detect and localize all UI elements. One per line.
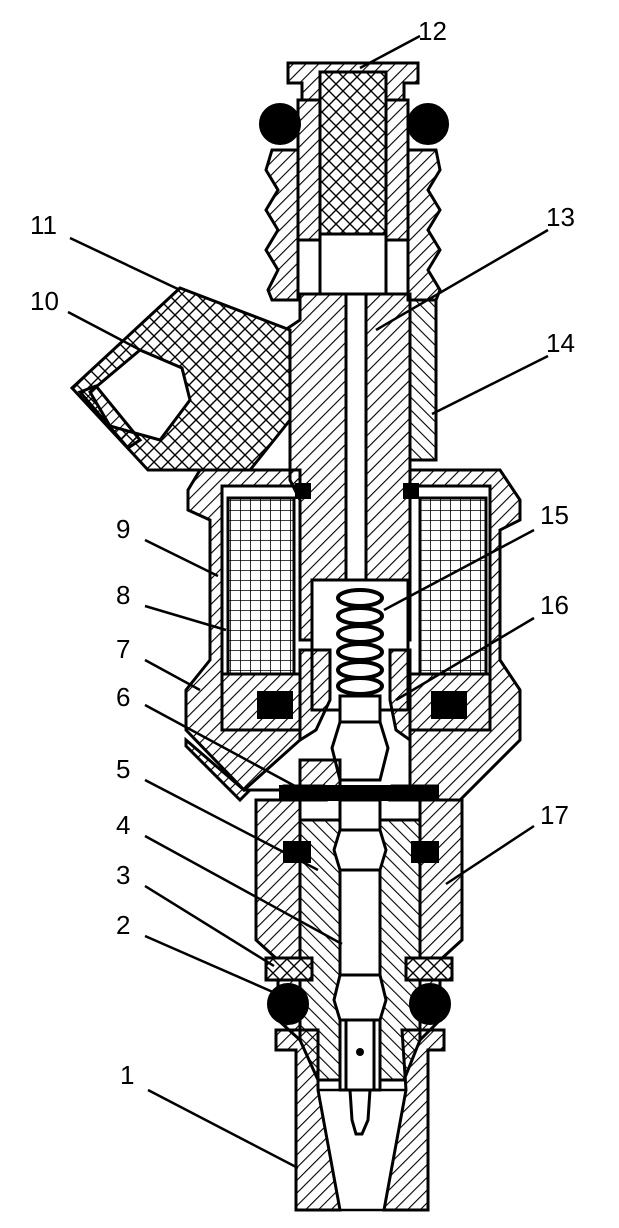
inlet-fitting [259, 61, 449, 302]
label-16: 16 [540, 590, 569, 620]
solenoid-coil-left [226, 496, 296, 676]
fuel-passage [344, 292, 368, 596]
label-9: 9 [116, 514, 130, 544]
label-7: 7 [116, 634, 130, 664]
label-15: 15 [540, 500, 569, 530]
label-14: 14 [546, 328, 575, 358]
label-8: 8 [116, 580, 130, 610]
injector-body [69, 286, 438, 642]
label-12: 12 [418, 16, 447, 46]
seal-right [431, 691, 467, 719]
label-3: 3 [116, 860, 130, 890]
label-17: 17 [540, 800, 569, 830]
label-5: 5 [116, 754, 130, 784]
lower-housing [184, 736, 464, 1212]
return-spring [336, 588, 384, 696]
o-ring-top-right [407, 103, 449, 145]
armature-spring-assembly [298, 578, 412, 782]
label-1: 1 [120, 1060, 134, 1090]
label-10: 10 [30, 286, 59, 316]
label-11: 11 [30, 210, 57, 240]
label-13: 13 [546, 202, 575, 232]
seal-lower-right [411, 841, 439, 863]
spacer-ring-right [404, 956, 454, 982]
o-ring-bottom-left [267, 983, 309, 1025]
o-ring-bottom-right [409, 983, 451, 1025]
spacer-ring-left [264, 956, 314, 982]
label-6: 6 [116, 682, 130, 712]
o-ring-top-left [259, 103, 301, 145]
label-4: 4 [116, 810, 130, 840]
inlet-filter [318, 70, 388, 236]
leader-lines [67, 34, 549, 1170]
part-number-labels: 1 2 3 4 5 6 7 8 9 10 11 12 13 14 15 16 1… [30, 16, 575, 1090]
label-2: 2 [116, 910, 130, 940]
seal-left [257, 691, 293, 719]
